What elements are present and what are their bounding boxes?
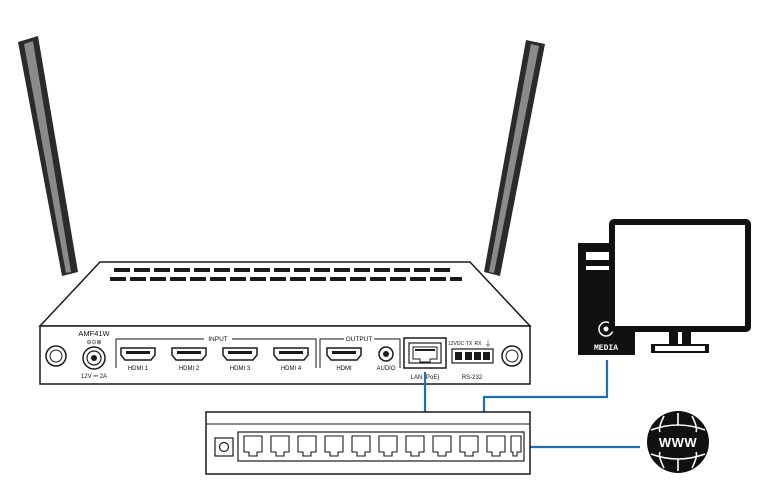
input-group-label: INPUT	[208, 336, 228, 343]
internet-label: WWW	[659, 435, 698, 450]
media-label: MEDIA	[594, 344, 618, 353]
hdmi-input-4-label: HDMI 4	[281, 366, 302, 372]
left-antenna	[18, 36, 78, 276]
lan-poe-port	[403, 337, 447, 369]
audio-label: AUDIO	[376, 366, 395, 372]
output-group-label: OUTPUT	[346, 336, 373, 343]
rs232-label: RS-232	[462, 375, 483, 381]
power-rating-label: 12V ⎓ 2A	[81, 374, 107, 380]
antenna-connector-left	[45, 345, 67, 367]
right-antenna	[484, 40, 545, 276]
model-label: AMF41W	[78, 329, 110, 338]
audio-jack	[378, 346, 394, 362]
network-switch	[205, 411, 531, 475]
hdmi-input-3	[222, 347, 258, 361]
hdmi-input-1-label: HDMI 1	[128, 366, 149, 372]
rs232-ground-symbol: ⏚	[485, 340, 492, 348]
hdmi-input-3-label: HDMI 3	[230, 366, 251, 372]
hdmi-input-4	[273, 347, 309, 361]
rs232-pin-12vdc-label: 12VDC	[448, 341, 465, 347]
hdmi-input-2-label: HDMI 2	[179, 366, 200, 372]
internet-globe-icon	[647, 411, 709, 473]
input-group-bracket	[115, 338, 317, 368]
rs232-terminal-block	[451, 348, 494, 364]
vent-slots	[110, 268, 462, 281]
hdmi-output-port	[326, 347, 362, 361]
power-jack	[82, 346, 106, 370]
hdmi-input-1	[120, 347, 156, 361]
rs232-pin-tx-label: TX	[466, 341, 473, 347]
rs232-pin-rx-label: RX	[475, 341, 483, 347]
hdmi-input-2	[171, 347, 207, 361]
antenna-connector-right	[501, 345, 523, 367]
monitor	[609, 219, 751, 353]
dc-polarity-symbol: ⊖⊙⊕	[86, 340, 101, 346]
hdmi-output-label: HDMI	[336, 366, 352, 372]
output-group-bracket	[319, 338, 401, 368]
switch-ports	[243, 435, 522, 457]
